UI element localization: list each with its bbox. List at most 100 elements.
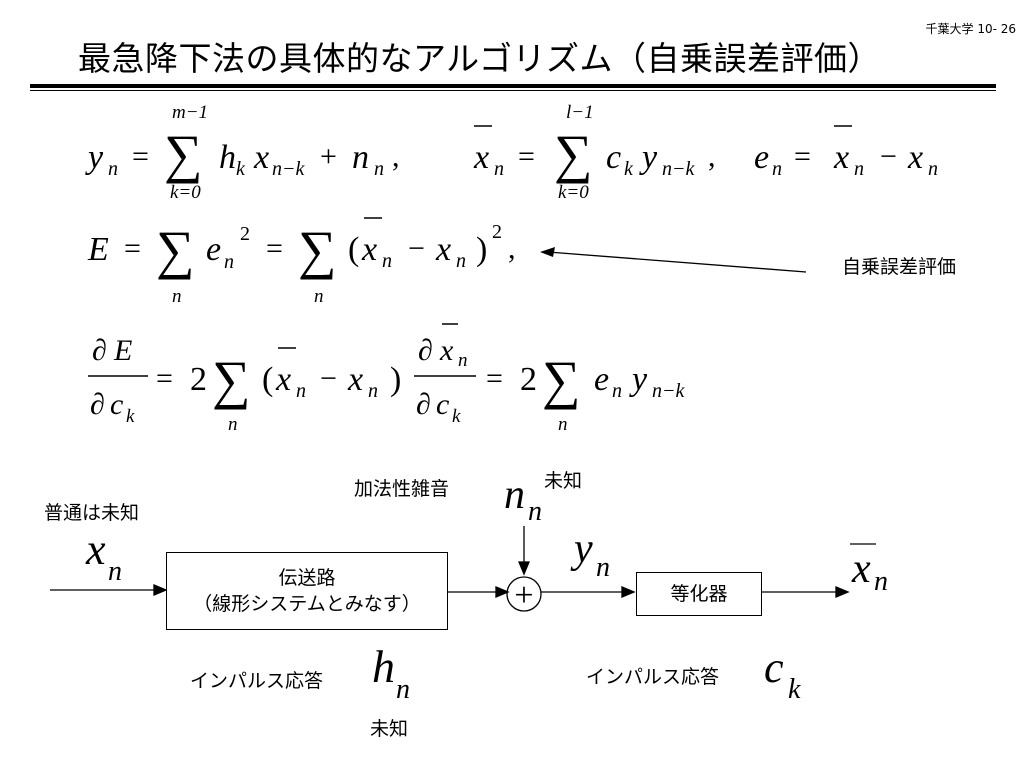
svg-text:n: n — [456, 250, 466, 272]
sum-junction — [506, 576, 542, 612]
var-n: n — [504, 472, 525, 518]
svg-text:=: = — [124, 232, 141, 265]
equation-convolution: y n = m−1 ∑ k=0 h k x n−k + n n , — [85, 102, 400, 203]
svg-text:n: n — [772, 158, 782, 180]
svg-text:n: n — [172, 286, 182, 307]
var-c-sub: k — [788, 674, 801, 705]
svg-text:n: n — [458, 350, 468, 371]
var-c: c — [764, 643, 784, 692]
svg-text:,: , — [708, 140, 716, 173]
svg-text:2: 2 — [520, 361, 537, 398]
svg-text:k: k — [126, 406, 135, 427]
svg-text:=: = — [132, 140, 149, 173]
svg-text:∑: ∑ — [164, 124, 203, 184]
var-h: h — [372, 641, 395, 692]
svg-text:m−1: m−1 — [172, 102, 208, 123]
equation-equalizer-output: x n = l−1 ∑ k=0 c k y n−k , — [473, 102, 716, 203]
svg-text:n: n — [296, 380, 306, 402]
svg-text:c: c — [110, 388, 123, 421]
svg-text:=: = — [794, 140, 811, 173]
svg-text:2: 2 — [190, 361, 207, 398]
svg-text:∂: ∂ — [416, 388, 431, 421]
svg-text:y: y — [639, 139, 658, 176]
svg-text:n: n — [854, 158, 864, 180]
title-divider-thin — [30, 90, 996, 91]
equalizer-block: 等化器 — [636, 572, 762, 616]
annotation-arrow — [547, 251, 807, 273]
svg-text:∂: ∂ — [90, 388, 105, 421]
svg-text:y: y — [85, 139, 104, 176]
svg-text:e: e — [594, 361, 609, 398]
channel-impulse-label: インパルス応答 — [190, 670, 324, 692]
svg-text:,: , — [392, 140, 400, 173]
svg-text:n: n — [224, 251, 234, 273]
svg-text:x: x — [473, 139, 489, 176]
noise-label: 加法性雑音 — [354, 478, 450, 500]
svg-text:+: + — [320, 140, 337, 173]
svg-text:=: = — [486, 362, 503, 395]
equations: y n = m−1 ∑ k=0 h k x n−k + n n , x n = … — [85, 102, 938, 435]
svg-text:n−k: n−k — [652, 380, 685, 402]
svg-text:n: n — [314, 286, 324, 307]
svg-text:h: h — [219, 139, 236, 176]
svg-text:∂: ∂ — [92, 334, 107, 367]
svg-text:c: c — [436, 388, 449, 421]
var-h-sub: n — [396, 674, 410, 705]
equation-squared-error: E = ∑ n e n 2 = ∑ n ( x n − x n ) 2 , — [87, 217, 516, 307]
input-unknown-label: 普通は未知 — [44, 502, 140, 524]
svg-text:∑: ∑ — [156, 220, 195, 280]
svg-text:∑: ∑ — [542, 350, 581, 410]
svg-text:n−k: n−k — [272, 158, 305, 180]
var-n-sub: n — [528, 496, 542, 527]
equalizer-impulse-label: インパルス応答 — [586, 666, 720, 688]
svg-text:): ) — [390, 361, 401, 398]
svg-text:∑: ∑ — [212, 350, 251, 410]
svg-text:n: n — [108, 158, 118, 180]
svg-text:n: n — [374, 158, 384, 180]
svg-text:(: ( — [348, 231, 359, 268]
svg-text:=: = — [156, 362, 173, 395]
title-divider — [30, 84, 996, 88]
svg-text:e: e — [206, 231, 221, 268]
svg-text:n: n — [352, 139, 369, 176]
channel-sublabel: （線形システムとみなす） — [193, 593, 421, 615]
var-y-sub: n — [596, 552, 610, 583]
equation-error: e n = x n − x n — [754, 125, 938, 180]
svg-text:x: x — [347, 361, 363, 398]
sum-plus: + — [514, 577, 533, 614]
channel-unknown: 未知 — [370, 718, 409, 740]
svg-text:e: e — [754, 139, 769, 176]
svg-text:n−k: n−k — [662, 158, 695, 180]
svg-text:): ) — [476, 231, 487, 268]
svg-text:∑: ∑ — [298, 220, 337, 280]
svg-text:l−1: l−1 — [566, 102, 594, 123]
svg-text:x: x — [361, 231, 377, 268]
svg-text:−: − — [408, 232, 425, 265]
svg-text:y: y — [629, 361, 648, 398]
svg-text:x: x — [833, 139, 849, 176]
svg-text:k=0: k=0 — [558, 182, 589, 203]
svg-text:n: n — [228, 414, 238, 435]
var-y: y — [570, 526, 593, 572]
svg-text:E: E — [87, 231, 109, 268]
annotation-arrowhead — [540, 247, 555, 257]
svg-text:n: n — [382, 250, 392, 272]
svg-text:n: n — [928, 158, 938, 180]
svg-text:x: x — [439, 334, 454, 367]
svg-text:∑: ∑ — [554, 124, 593, 184]
svg-text:−: − — [320, 362, 337, 395]
svg-text:2: 2 — [240, 223, 250, 245]
svg-text:,: , — [508, 232, 516, 265]
channel-block: 伝送路 （線形システムとみなす） — [166, 552, 448, 630]
svg-text:k=0: k=0 — [170, 182, 201, 203]
svg-text:n: n — [612, 380, 622, 402]
svg-text:x: x — [253, 139, 269, 176]
svg-text:n: n — [494, 158, 504, 180]
svg-text:2: 2 — [492, 221, 502, 243]
svg-text:=: = — [266, 232, 283, 265]
slide-title: 最急降下法の具体的なアルゴリズム（自乗誤差評価） — [78, 39, 882, 78]
svg-text:n: n — [368, 380, 378, 402]
svg-text:c: c — [606, 139, 621, 176]
svg-text:x: x — [435, 231, 451, 268]
svg-text:=: = — [518, 140, 535, 173]
